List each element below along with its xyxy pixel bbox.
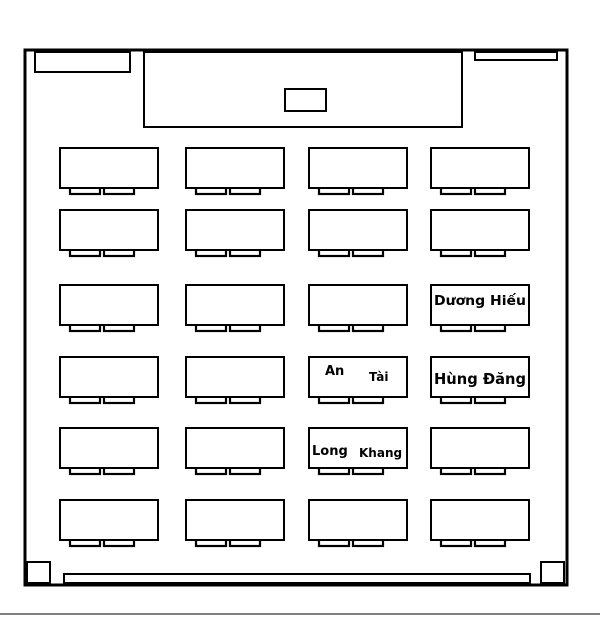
desk-top: [185, 147, 285, 189]
desk-r6-c3: [308, 499, 408, 548]
student-name: Hùng Đăng: [434, 370, 526, 388]
desk-r3-c2: [185, 284, 285, 333]
desk-grid: [59, 147, 530, 548]
desk-r1-c2: [185, 147, 285, 196]
desk-top: [308, 147, 408, 189]
desk-top: [185, 499, 285, 541]
desk-r3-c1: [59, 284, 159, 333]
student-name: Khang: [359, 446, 402, 460]
desk-r6-c2: [185, 499, 285, 548]
wall-board-left: [34, 51, 131, 73]
student-name: An: [325, 364, 344, 379]
desk-r2-c2: [185, 209, 285, 258]
desk-r5-c4: [430, 427, 530, 476]
desk-top: [59, 356, 159, 398]
desk-r4-c3: [308, 356, 408, 405]
desk-r1-c3: [308, 147, 408, 196]
desk-r1-c4: [430, 147, 530, 196]
desk-r5-c3: [308, 427, 408, 476]
wall-board-right: [474, 51, 558, 61]
desk-top: [185, 284, 285, 326]
desk-top: [308, 284, 408, 326]
desk-top: [59, 427, 159, 469]
desk-top: [185, 209, 285, 251]
desk-r5-c1: [59, 427, 159, 476]
desk-top: [59, 499, 159, 541]
desk-r5-c2: [185, 427, 285, 476]
desk-r6-c4: [430, 499, 530, 548]
desk-top: [308, 499, 408, 541]
student-name: Long: [312, 444, 348, 459]
student-name: Tài: [369, 370, 388, 384]
desk-r3-c4: [430, 284, 530, 333]
desk-r4-c4: [430, 356, 530, 405]
desk-r3-c3: [308, 284, 408, 333]
desk-r1-c1: [59, 147, 159, 196]
desk-top: [59, 147, 159, 189]
desk-r4-c1: [59, 356, 159, 405]
desk-top: [430, 147, 530, 189]
desk-top: [185, 356, 285, 398]
student-name: Dương Hiếu: [434, 294, 526, 309]
corner-post-right: [540, 561, 565, 584]
desk-r6-c1: [59, 499, 159, 548]
desk-r2-c3: [308, 209, 408, 258]
desk-top: [59, 284, 159, 326]
back-bench: [63, 573, 531, 584]
desk-top: [430, 427, 530, 469]
desk-r4-c2: [185, 356, 285, 405]
desk-top: [430, 284, 530, 326]
desk-top: [308, 209, 408, 251]
desk-top: [430, 356, 530, 398]
desk-r2-c4: [430, 209, 530, 258]
desk-r2-c1: [59, 209, 159, 258]
desk-top: [308, 427, 408, 469]
desk-top: [59, 209, 159, 251]
desk-top: [185, 427, 285, 469]
corner-post-left: [26, 561, 51, 584]
teacher-desk: [284, 88, 327, 112]
desk-top: [430, 209, 530, 251]
desk-top: [308, 356, 408, 398]
desk-top: [430, 499, 530, 541]
